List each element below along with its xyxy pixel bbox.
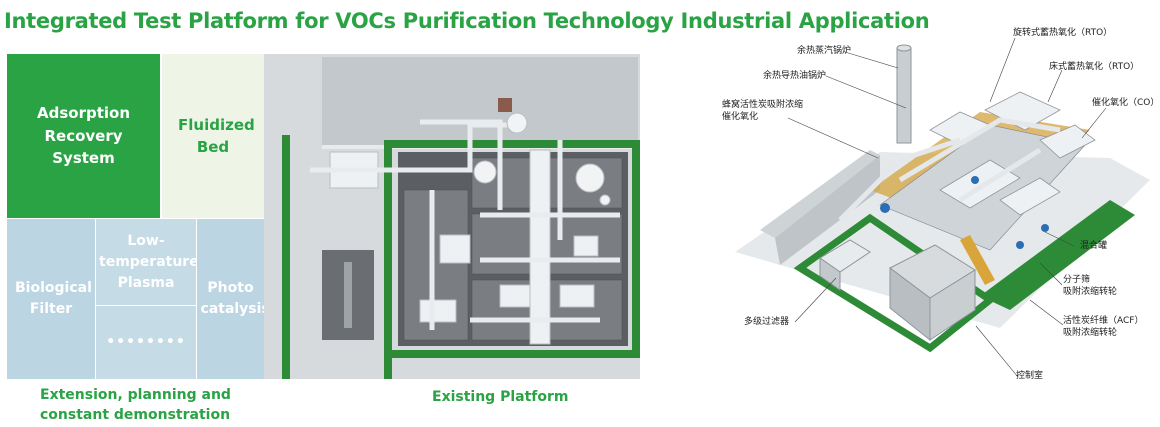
caption-extension: Extension, planning and constant demonst… bbox=[40, 387, 231, 423]
page-title: Integrated Test Platform for VOCs Purifi… bbox=[4, 9, 930, 33]
tile-biological-filter: Biological Filter bbox=[7, 219, 95, 379]
label-multistage-filter: 多级过滤器 bbox=[744, 317, 790, 327]
tile-plasma-label: Low-temperature Plasma bbox=[99, 232, 199, 291]
label-acf-rotor: 活性炭纤维（ACF） 吸附浓缩转轮 bbox=[1063, 316, 1144, 339]
tile-fluidized-bed: Fluidized Bed bbox=[162, 54, 264, 218]
label-catalytic-oxidation: 催化氧化（CO） bbox=[1092, 98, 1160, 108]
label-waste-steam-boiler: 余热蒸汽锅炉 bbox=[797, 46, 852, 56]
tile-photocatalysis: Photo catalysis bbox=[197, 219, 270, 379]
label-control-room: 控制室 bbox=[1016, 371, 1044, 381]
tile-photo-label: Photo catalysis bbox=[200, 280, 270, 317]
label-rto-rotary: 旋转式蓄热氧化（RTO） bbox=[1013, 28, 1113, 38]
label-waste-oil-boiler: 余热导热油锅炉 bbox=[763, 71, 827, 81]
tile-biological-label: Biological Filter bbox=[15, 280, 92, 317]
tile-more-dots: •••••••• bbox=[106, 334, 186, 350]
tile-plasma: Low-temperature Plasma bbox=[96, 219, 199, 305]
label-rto-bed: 床式蓄热氧化（RTO） bbox=[1049, 62, 1140, 72]
label-honeycomb-carbon: 蜂窝活性炭吸附浓缩 催化氧化 bbox=[722, 100, 804, 123]
isometric-platform-view bbox=[735, 44, 1150, 353]
label-molecular-sieve: 分子筛 吸附浓缩转轮 bbox=[1063, 275, 1118, 298]
existing-platform-top-view bbox=[264, 54, 640, 379]
label-mixing-tank: 混合罐 bbox=[1080, 241, 1108, 251]
tile-adsorption-recovery: Adsorption Recovery System bbox=[7, 54, 160, 218]
tile-adsorption-label: Adsorption Recovery System bbox=[36, 104, 130, 168]
tile-more: •••••••• bbox=[96, 306, 196, 379]
callout-lines bbox=[787, 37, 1107, 378]
tile-fluidized-label: Fluidized Bed bbox=[178, 115, 255, 157]
caption-existing-platform: Existing Platform bbox=[432, 389, 569, 405]
